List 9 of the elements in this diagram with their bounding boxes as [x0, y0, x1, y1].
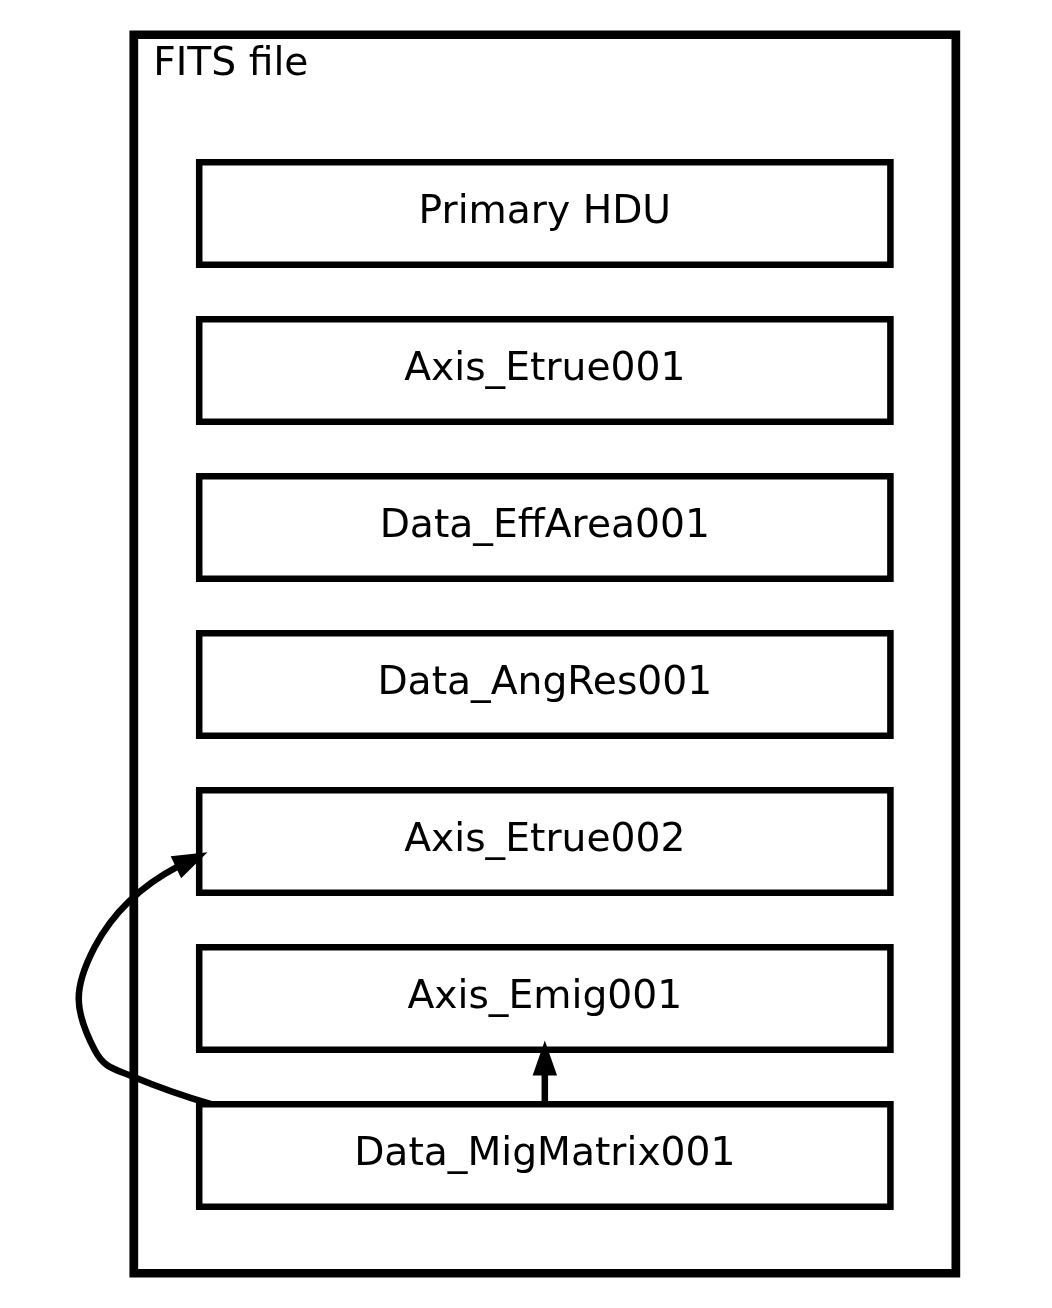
node-box: Axis_Etrue002: [195, 787, 894, 897]
node-box: Primary HDU: [195, 159, 894, 269]
arrow: [75, 852, 212, 1108]
node-box: Data_EffArea001: [195, 473, 894, 583]
node-box: Axis_Etrue001: [195, 316, 894, 426]
node-box: Axis_Emig001: [195, 944, 894, 1053]
arrow: [532, 1040, 558, 1104]
node-box: Data_MigMatrix001: [195, 1101, 894, 1210]
node-box: Data_AngRes001: [195, 630, 894, 740]
